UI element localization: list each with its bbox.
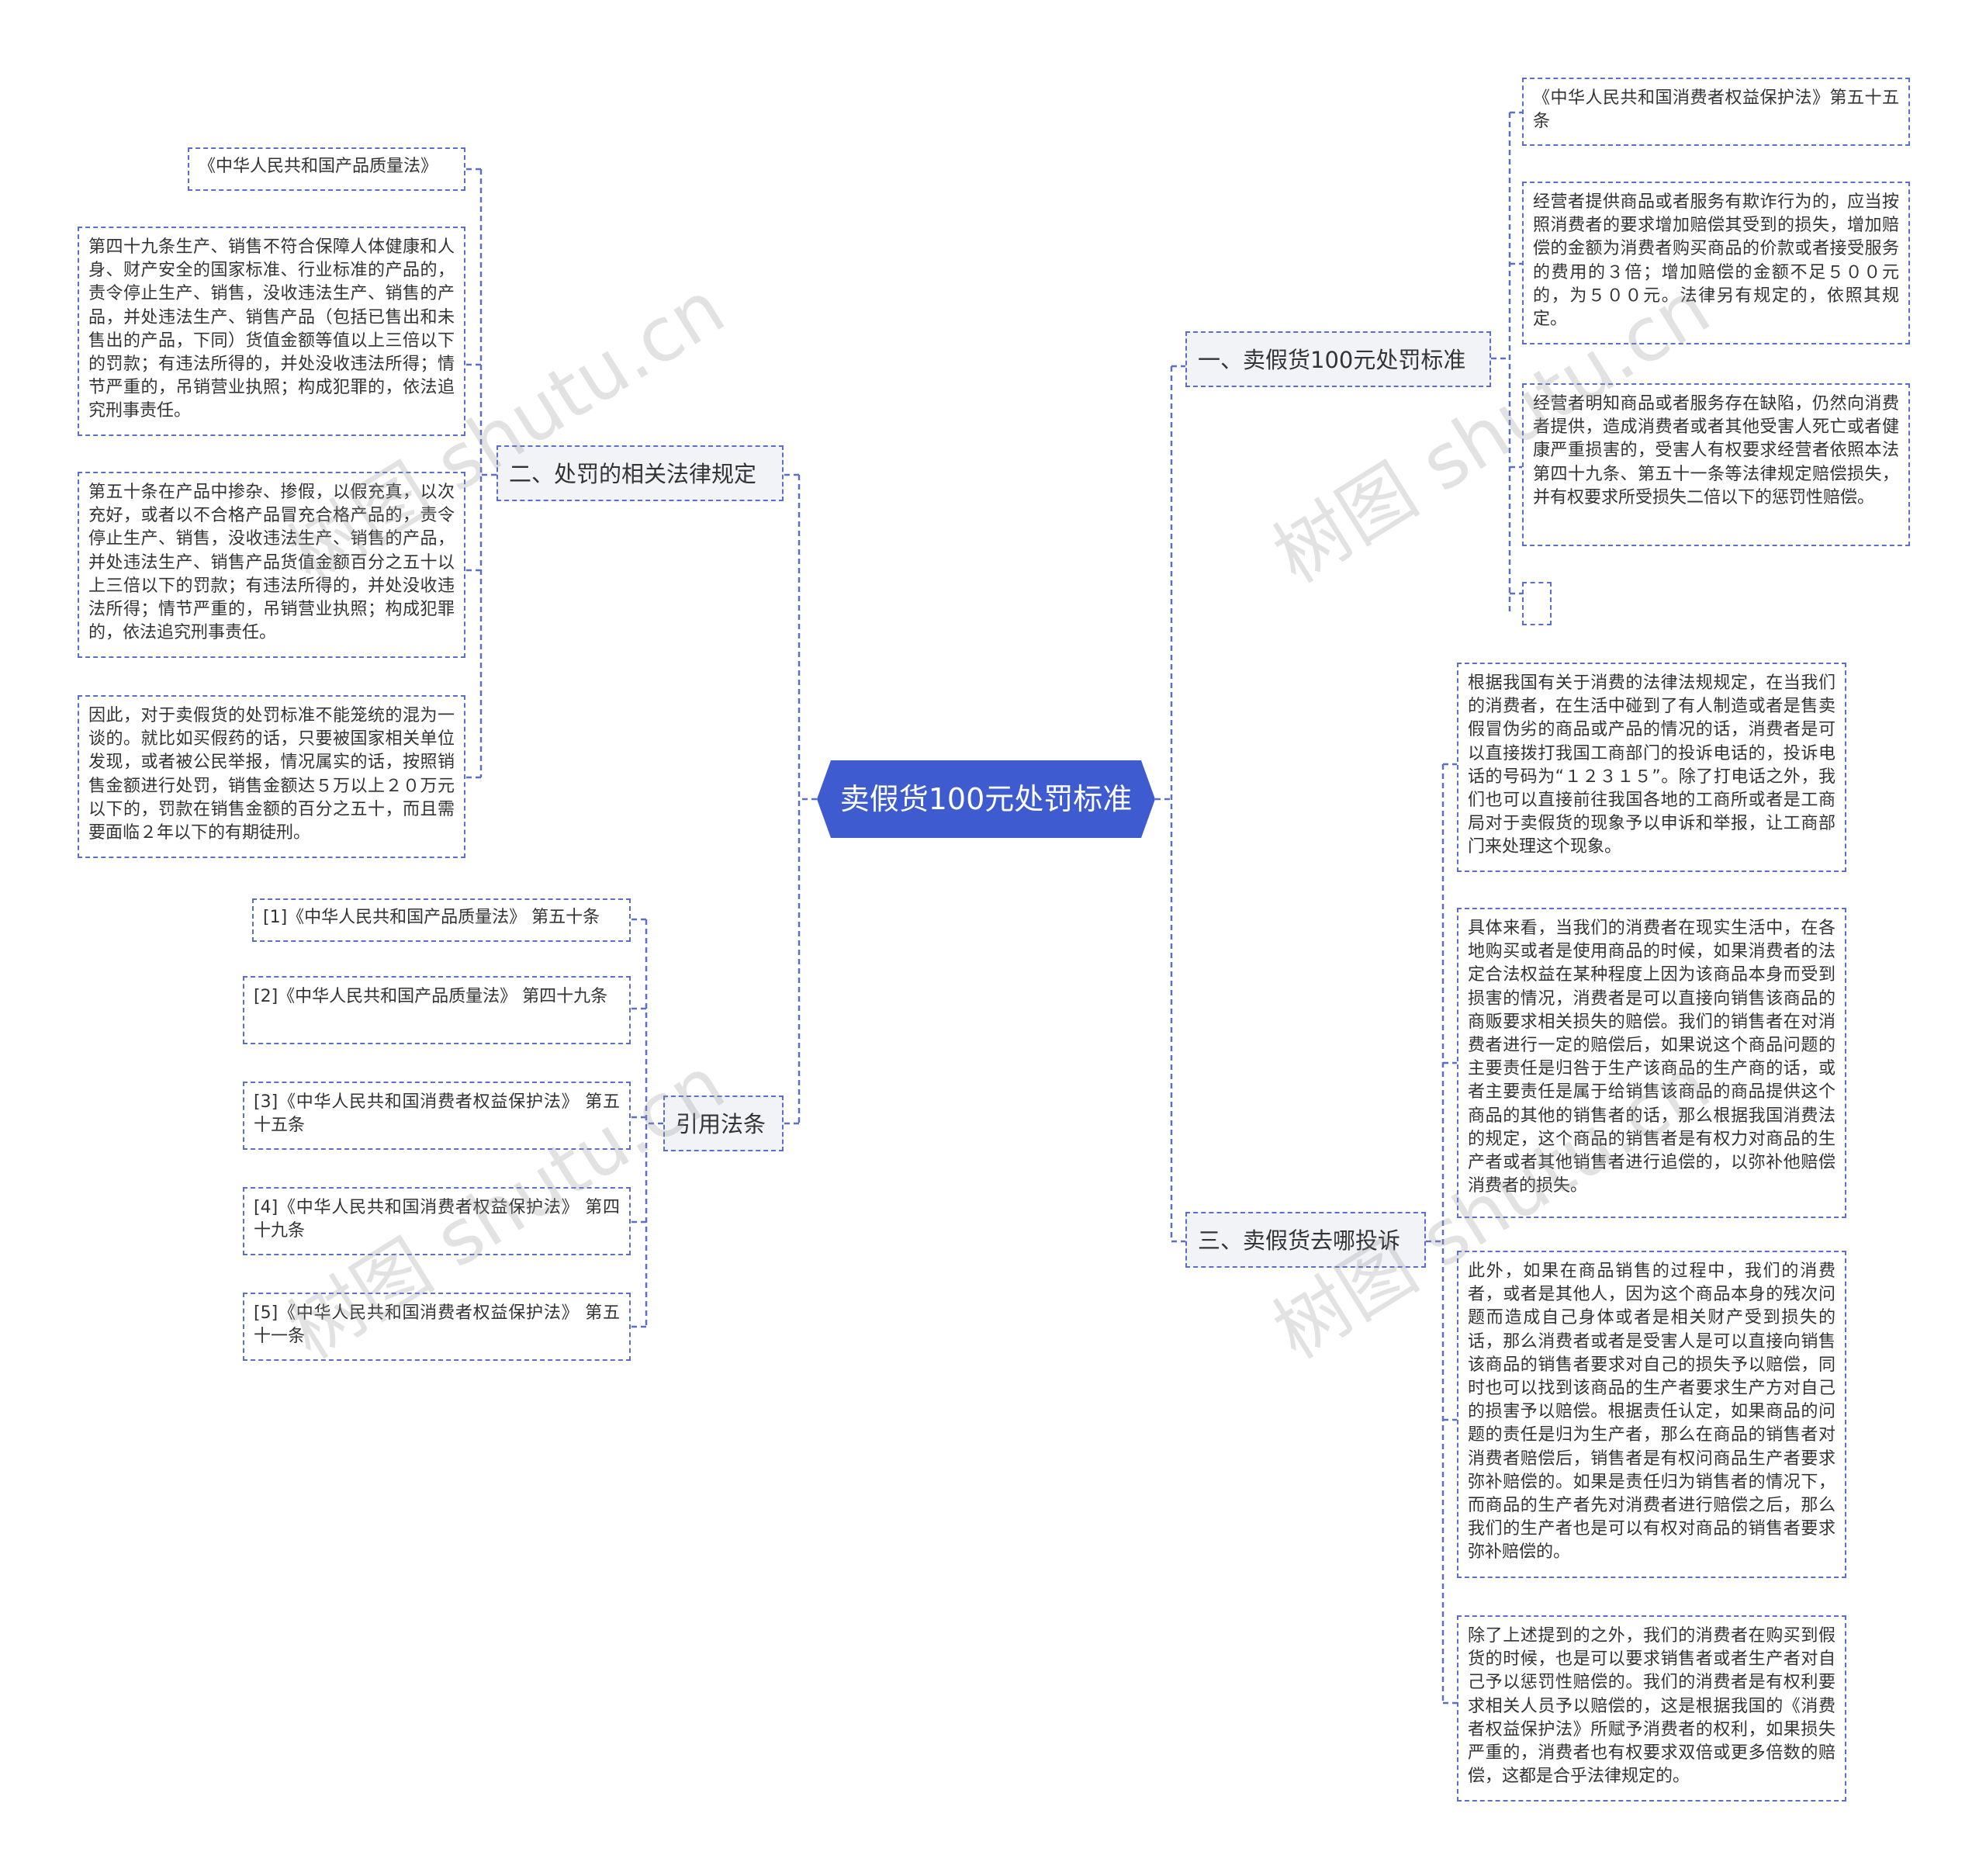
- branch-cited-articles-label: 引用法条: [676, 1111, 766, 1137]
- leaf-defect-compensation[interactable]: 经营者明知商品或者服务存在缺陷，仍然向消费者提供，造成消费者或者其他受害人死亡或…: [1522, 383, 1910, 546]
- citation-5[interactable]: [5]《中华人民共和国消费者权益保护法》 第五十一条: [243, 1293, 631, 1361]
- citation-1[interactable]: [1]《中华人民共和国产品质量法》 第五十条: [252, 898, 631, 942]
- leaf-text: 具体来看，当我们的消费者在现实生活中，在各地购买或者是使用商品的时候，如果消费者…: [1468, 919, 1835, 1196]
- leaf-text: 除了上述提到的之外，我们的消费者在购买到假货的时候，也是可以要求销售者或者生产者…: [1468, 1626, 1835, 1787]
- citation-3[interactable]: [3]《中华人民共和国消费者权益保护法》 第五十五条: [243, 1082, 631, 1150]
- leaf-fraud-compensation[interactable]: 经营者提供商品或者服务有欺诈行为的，应当按照消费者的要求增加赔偿其受到的损失，增…: [1522, 182, 1910, 344]
- citation-2[interactable]: [2]《中华人民共和国产品质量法》 第四十九条: [243, 976, 631, 1044]
- branch-penalty-standard[interactable]: 一、卖假货100元处罚标准: [1185, 331, 1491, 387]
- leaf-text: [2]《中华人民共和国产品质量法》 第四十九条: [254, 987, 608, 1006]
- leaf-conclusion[interactable]: 因此，对于卖假货的处罚标准不能笼统的混为一谈的。就比如买假药的话，只要被国家相关…: [78, 695, 465, 858]
- branch-where-to-complain-label: 三、卖假货去哪投诉: [1198, 1227, 1401, 1254]
- leaf-text: 《中华人民共和国消费者权益保护法》第五十五条: [1533, 88, 1899, 132]
- leaf-article-49[interactable]: 第四十九条生产、销售不符合保障人体健康和人身、财产安全的国家标准、行业标准的产品…: [78, 227, 465, 436]
- leaf-text: 第五十条在产品中掺杂、掺假，以假充真，以次充好，或者以不合格产品冒充合格产品的，…: [88, 483, 455, 643]
- leaf-text: 《中华人民共和国产品质量法》: [199, 157, 438, 176]
- leaf-victim-compensation[interactable]: 此外，如果在商品销售的过程中，我们的消费者，或者是其他人，因为这个商品本身的残次…: [1457, 1251, 1846, 1578]
- leaf-text: 经营者明知商品或者服务存在缺陷，仍然向消费者提供，造成消费者或者其他受害人死亡或…: [1533, 394, 1899, 507]
- branch-where-to-complain[interactable]: 三、卖假货去哪投诉: [1185, 1212, 1426, 1268]
- leaf-text: [1]《中华人民共和国产品质量法》 第五十条: [263, 908, 600, 927]
- branch-legal-provisions[interactable]: 二、处罚的相关法律规定: [496, 445, 784, 501]
- center-topic[interactable]: 卖假货100元处罚标准: [817, 760, 1155, 838]
- leaf-text: 根据我国有关于消费的法律法规规定，在当我们的消费者，在生活中碰到了有人制造或者是…: [1468, 673, 1835, 857]
- leaf-text: [5]《中华人民共和国消费者权益保护法》 第五十一条: [254, 1303, 620, 1347]
- leaf-punitive-damages[interactable]: 除了上述提到的之外，我们的消费者在购买到假货的时候，也是可以要求销售者或者生产者…: [1457, 1615, 1846, 1802]
- leaf-seller-recourse[interactable]: 具体来看，当我们的消费者在现实生活中，在各地购买或者是使用商品的时候，如果消费者…: [1457, 908, 1846, 1218]
- center-topic-label: 卖假货100元处罚标准: [839, 782, 1133, 816]
- leaf-empty[interactable]: [1522, 582, 1552, 625]
- center-hexagon-shape: [817, 760, 1155, 838]
- leaf-article-50[interactable]: 第五十条在产品中掺杂、掺假，以假充真，以次充好，或者以不合格产品冒充合格产品的，…: [78, 472, 465, 658]
- leaf-product-quality-law[interactable]: 《中华人民共和国产品质量法》: [188, 147, 465, 191]
- leaf-text: 因此，对于卖假货的处罚标准不能笼统的混为一谈的。就比如买假药的话，只要被国家相关…: [88, 706, 455, 843]
- branch-legal-provisions-label: 二、处罚的相关法律规定: [509, 461, 757, 487]
- branch-penalty-standard-label: 一、卖假货100元处罚标准: [1198, 347, 1466, 373]
- leaf-complaint-hotline[interactable]: 根据我国有关于消费的法律法规规定，在当我们的消费者，在生活中碰到了有人制造或者是…: [1457, 663, 1846, 872]
- branch-cited-articles[interactable]: 引用法条: [663, 1095, 784, 1151]
- leaf-consumer-law-article-55[interactable]: 《中华人民共和国消费者权益保护法》第五十五条: [1522, 78, 1910, 146]
- leaf-text: 第四十九条生产、销售不符合保障人体健康和人身、财产安全的国家标准、行业标准的产品…: [88, 237, 455, 421]
- citation-4[interactable]: [4]《中华人民共和国消费者权益保护法》 第四十九条: [243, 1187, 631, 1255]
- leaf-text: 经营者提供商品或者服务有欺诈行为的，应当按照消费者的要求增加赔偿其受到的损失，增…: [1533, 192, 1899, 330]
- leaf-text: [3]《中华人民共和国消费者权益保护法》 第五十五条: [254, 1092, 620, 1136]
- leaf-text: 此外，如果在商品销售的过程中，我们的消费者，或者是其他人，因为这个商品本身的残次…: [1468, 1262, 1835, 1563]
- leaf-text: [4]《中华人民共和国消费者权益保护法》 第四十九条: [254, 1198, 620, 1241]
